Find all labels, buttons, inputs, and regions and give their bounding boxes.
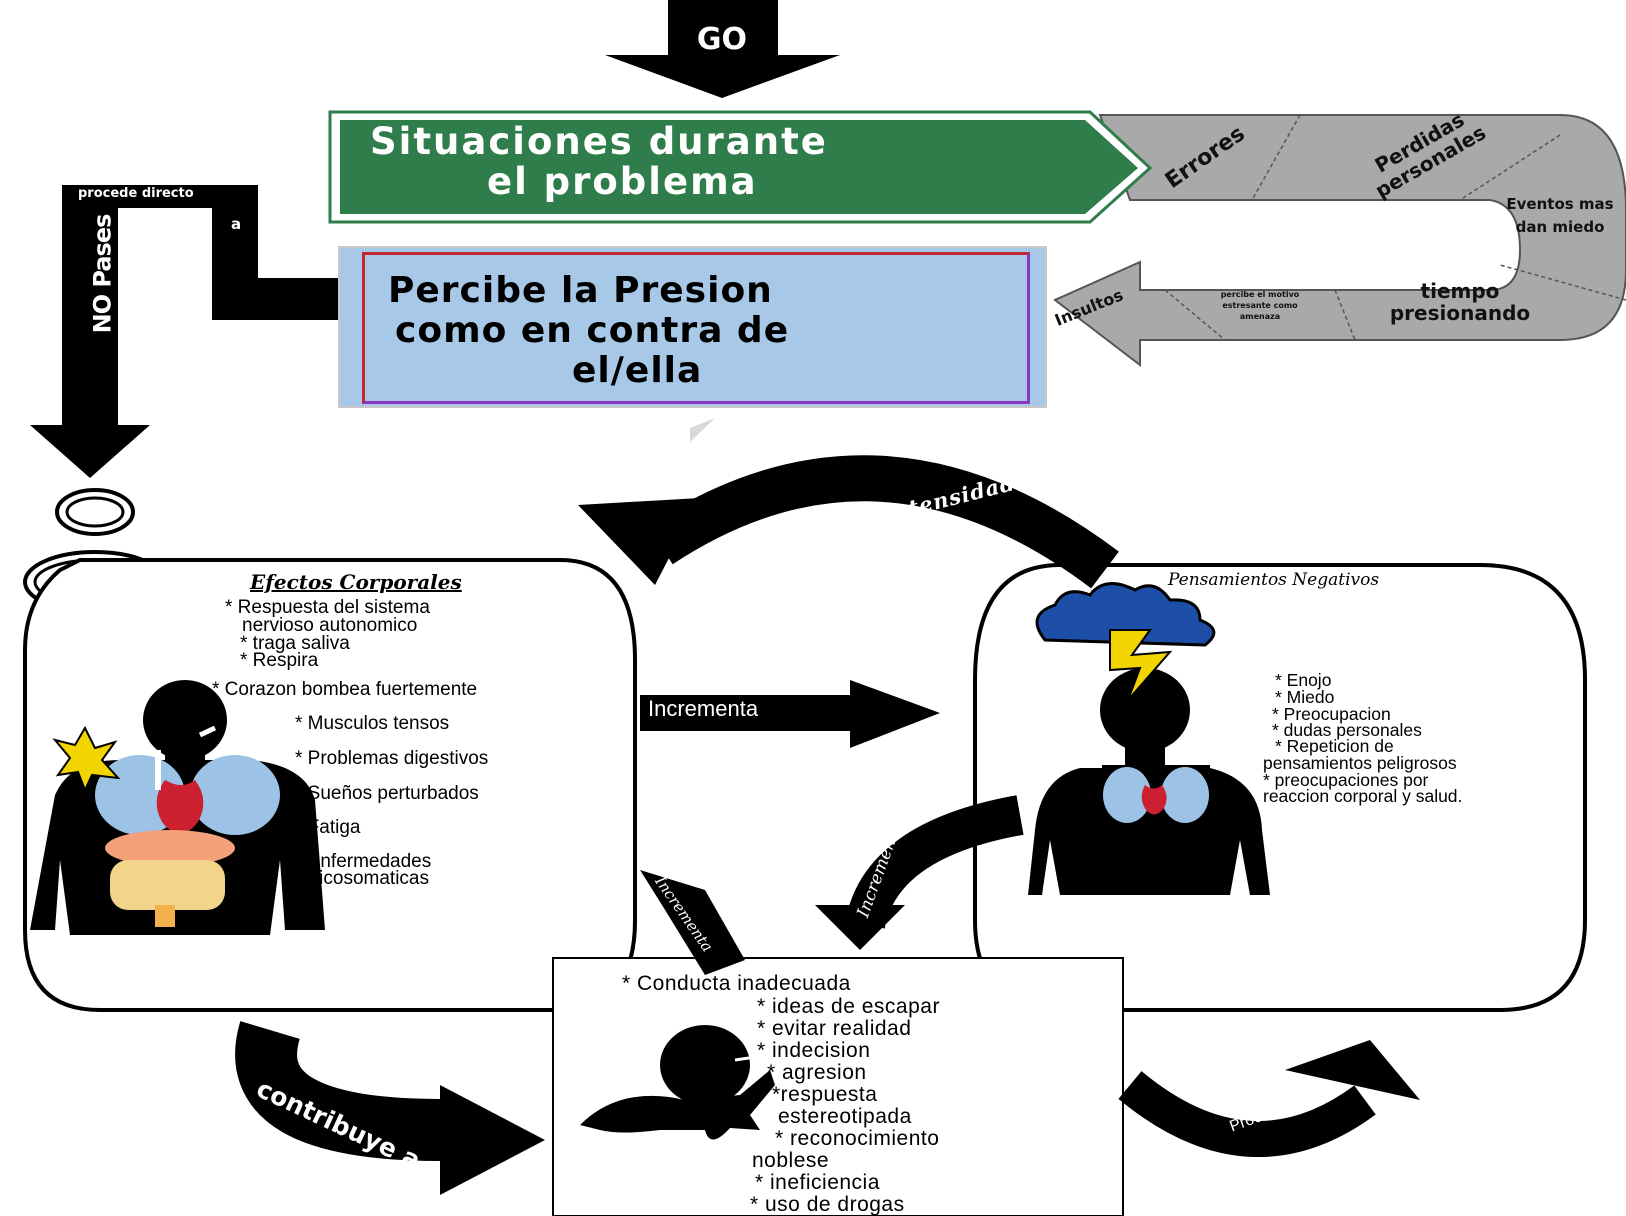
left-path — [30, 185, 340, 478]
behavior-item: noblese — [752, 1149, 830, 1172]
body-effect-item: nervioso autonomico — [242, 615, 418, 636]
adherido-arrow — [578, 455, 1119, 589]
behavior-item: * evitar realidad — [757, 1017, 912, 1040]
behavior-item: estereotipada — [778, 1105, 912, 1128]
contribuye-arrow — [235, 1021, 545, 1195]
behavior-item: * indecision — [757, 1039, 871, 1062]
negative-thought-item: * dudas personales — [1272, 720, 1422, 740]
behavior-item: * reconocimiento — [775, 1127, 940, 1150]
negative-thoughts-title: Pensamientos Negativos — [1168, 570, 1380, 590]
body-effect-item: * traga saliva — [240, 633, 350, 654]
body-effect-item: * Enfermedades — [295, 851, 432, 872]
body-silhouette — [30, 680, 325, 935]
perceive-line3: el/ella — [572, 350, 703, 391]
perceive-box: Percibe la Presion como en contra de el/… — [338, 246, 1047, 408]
perceive-line2: como en contra de — [395, 310, 790, 351]
body-effect-item: * Respira — [240, 650, 319, 671]
perceive-line1: Percibe la Presion — [388, 270, 773, 311]
negative-thought-item: reaccion corporal y salud. — [1263, 786, 1463, 806]
go-arrow — [605, 0, 840, 98]
sector-tiempo: tiempo presionando — [1389, 279, 1531, 325]
go-label: GO — [696, 22, 748, 57]
negative-thought-item: * Preocupacion — [1272, 704, 1391, 724]
body-effects-title: Efectos Corporales — [250, 570, 462, 594]
behavior-item: * ineficiencia — [755, 1171, 880, 1194]
sector-percibe-motivo: percibe el motivo estresante como amenaz… — [1220, 290, 1300, 321]
behavior-item: *respuesta — [772, 1083, 878, 1106]
sector-eventos: Eventos mas dan miedo — [1506, 195, 1614, 236]
situations-title-line1: Situaciones durante — [370, 120, 828, 163]
behavior-item: * Conducta inadecuada — [622, 972, 851, 995]
body-effect-item: * Sueños perturbados — [295, 783, 479, 804]
body-effect-item: * Fatiga — [295, 817, 361, 838]
negative-thought-item: * Miedo — [1275, 687, 1335, 707]
behavior-item: * agresion — [767, 1061, 867, 1084]
body-effect-item: * Respuesta del sistema — [225, 597, 430, 618]
behavior-item: * ideas de escapar — [757, 995, 940, 1018]
arrow-tip — [690, 418, 715, 442]
negative-thought-item: * Enojo — [1275, 670, 1332, 690]
negative-thought-item: pensamientos peligrosos — [1263, 753, 1457, 773]
storm-cloud — [1035, 582, 1216, 647]
pain-spark — [52, 725, 121, 793]
situations-title-line2: el problema — [487, 160, 758, 203]
female-silhouette — [1028, 668, 1270, 895]
body-effect-item: * Problemas digestivos — [295, 748, 489, 769]
negative-thought-item: * preocupaciones por — [1263, 770, 1429, 790]
body-effect-item: * Corazon bombea fuertemente — [212, 679, 478, 700]
green-sign — [328, 110, 1153, 224]
body-effect-item: * Musculos tensos — [295, 713, 450, 734]
body-effect-item: Psicosomaticas — [297, 868, 429, 889]
behavior-item: * uso de drogas — [750, 1193, 905, 1216]
behavior-panel — [552, 957, 1124, 1216]
incrementa-diag-arrow — [815, 795, 1024, 950]
lightning-bolt — [1109, 629, 1173, 701]
distressed-person — [580, 1025, 775, 1140]
proceda-arrow — [1118, 1040, 1420, 1158]
gray-cycle-arrow — [1053, 114, 1626, 368]
incrementa-right-label: Incrementa — [648, 696, 759, 722]
procede-directo-label: procede directo — [78, 186, 194, 201]
procede-a-label: a — [231, 215, 242, 233]
incrementa-up-arrow — [640, 870, 745, 975]
no-pases-label: NO Pases — [88, 214, 117, 334]
negative-thought-item: * Repeticion de — [1275, 736, 1394, 756]
